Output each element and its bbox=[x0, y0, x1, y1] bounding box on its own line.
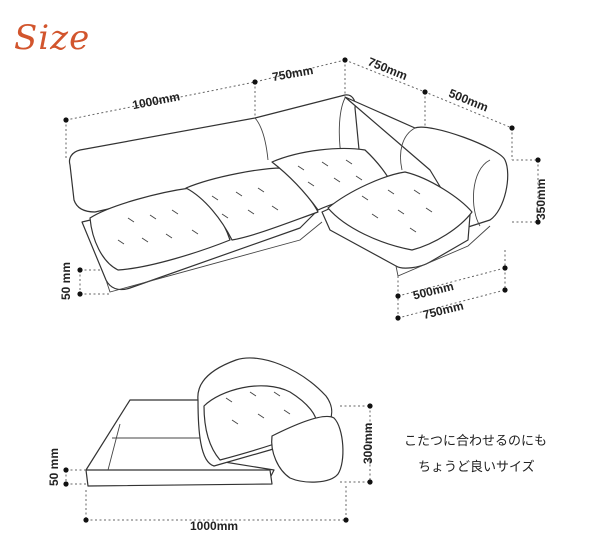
dim-back-left: 1000mm bbox=[131, 89, 181, 112]
long-backrest bbox=[68, 94, 361, 213]
tufting-marks bbox=[117, 159, 433, 245]
caption-line-1: こたつに合わせるのにも bbox=[404, 434, 548, 449]
diagram-title: Size bbox=[14, 18, 91, 58]
dim-right-back: 500mm bbox=[447, 86, 491, 114]
dim-right-depth: 750mm bbox=[366, 55, 410, 83]
left-seat-pad-2 bbox=[185, 167, 319, 241]
side-dimension-lines bbox=[63, 403, 373, 523]
left-seat-pad-1 bbox=[89, 187, 231, 271]
dim-side-length: 1000mm bbox=[190, 519, 238, 533]
dim-base-top: 50 mm bbox=[59, 262, 73, 300]
side-bolster bbox=[271, 415, 344, 483]
dim-height: 350mm bbox=[534, 179, 548, 220]
side-mattress-front bbox=[85, 469, 273, 487]
dim-side-base: 50 mm bbox=[47, 448, 61, 486]
top-dimension-lines bbox=[63, 57, 541, 321]
dim-side-height: 300mm bbox=[361, 423, 375, 464]
caption-line-2: ちょうど良いサイズ bbox=[418, 460, 535, 475]
right-backrest bbox=[344, 96, 509, 229]
dim-front-depth: 500mm bbox=[412, 279, 456, 303]
dim-back-corner: 750mm bbox=[271, 63, 314, 84]
dim-front-width: 750mm bbox=[421, 298, 465, 322]
side-tufting bbox=[225, 391, 291, 425]
corner-sofa-drawing bbox=[68, 94, 509, 293]
side-view-sofa-drawing bbox=[85, 357, 344, 487]
